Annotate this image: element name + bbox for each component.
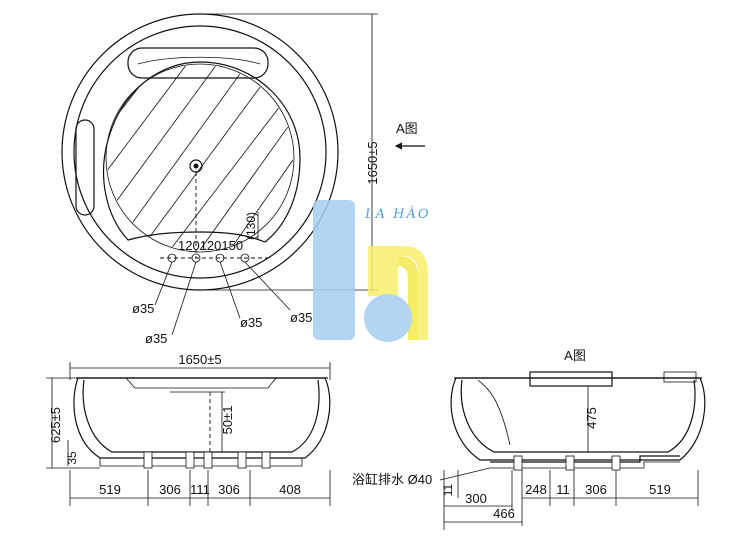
side-view: A图 475 浴缸排水 Ø40 11 300 466 xyxy=(352,348,706,530)
drain-label: 浴缸排水 Ø40 xyxy=(352,472,432,487)
side-dim-4: 519 xyxy=(649,482,671,497)
headrest xyxy=(127,47,269,79)
callout-4: ø35 xyxy=(290,310,312,325)
front-view: 1650±5 625±5 35 50±1 xyxy=(46,352,331,506)
support-feet xyxy=(99,451,303,469)
side-left-dim-3: 466 xyxy=(493,506,515,521)
foot-height-label: 35 xyxy=(65,451,79,465)
side-view-title: A图 xyxy=(564,348,586,363)
callout-3: ø35 xyxy=(240,315,262,330)
front-dim-2: 306 xyxy=(159,482,181,497)
depth-label: 50±1 xyxy=(220,406,235,435)
top-view: (130) 120120150 ø35 ø35 ø35 ø35 1650±5 A… xyxy=(61,13,425,346)
side-dim-2: 11 xyxy=(556,482,570,497)
side-dim-1: 248 xyxy=(525,482,547,497)
side-headrest xyxy=(529,371,613,387)
callout-1: ø35 xyxy=(132,301,154,316)
front-width-label: 1650±5 xyxy=(178,352,221,367)
front-height-label: 625±5 xyxy=(48,407,63,443)
side-height-label: 475 xyxy=(584,407,599,429)
side-dim-3: 306 xyxy=(585,482,607,497)
spacing-label: 120120150 xyxy=(178,238,243,253)
front-dim-4: 306 xyxy=(218,482,240,497)
jet-markers xyxy=(167,253,250,263)
front-dim-3: 111 xyxy=(190,482,210,497)
side-left-dim-2: 300 xyxy=(465,491,487,506)
view-marker-a: A图 xyxy=(396,121,418,136)
front-dim-1: 519 xyxy=(99,482,121,497)
front-dim-5: 408 xyxy=(279,482,301,497)
brand-watermark: LA HÀO xyxy=(313,200,431,342)
callout-2: ø35 xyxy=(145,331,167,346)
diameter-label: 1650±5 xyxy=(365,141,380,184)
dim-130: (130) xyxy=(244,212,258,240)
armrest xyxy=(75,119,95,216)
brand-name: LA HÀO xyxy=(364,206,431,222)
side-left-dim-1: 11 xyxy=(441,483,455,496)
